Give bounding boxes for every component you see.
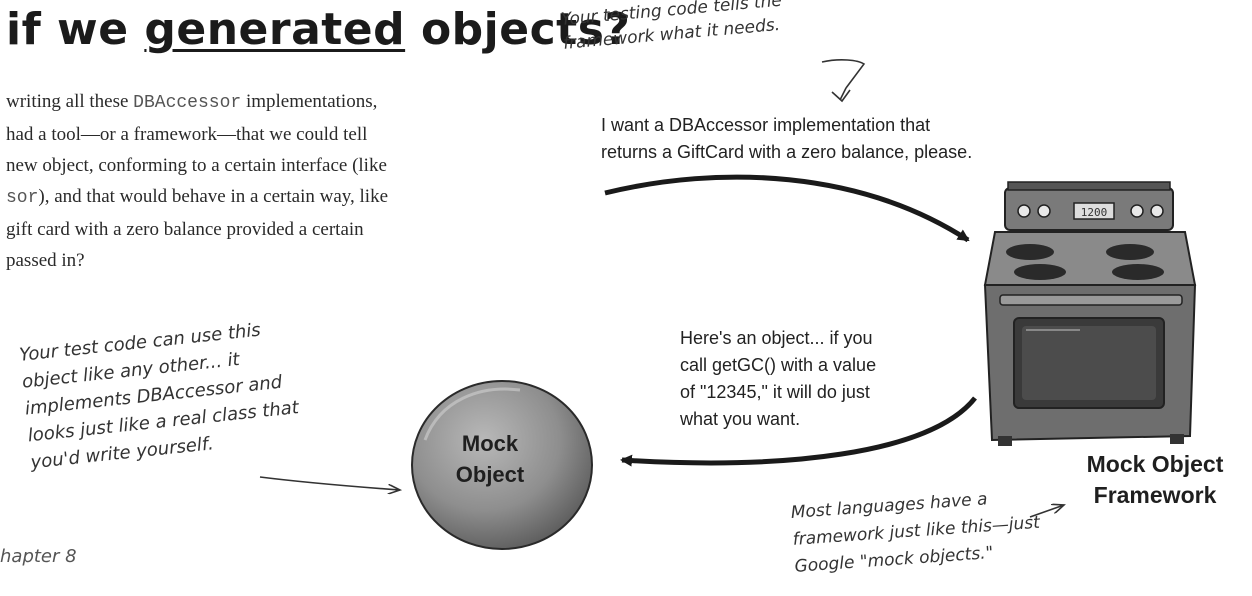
response-line: of "12345," it will do just [680,382,870,402]
paragraph-text: gift card with a zero balance provided a… [6,219,364,240]
request-arrow [604,174,970,243]
note-test-code-usage: Your test code can use this object like … [18,314,303,477]
response-arrow [620,396,977,467]
note-left-arrow [259,476,400,490]
title-underlined-word: generated [144,4,406,55]
label-line: Object [455,462,525,487]
stove-illustration: 1200 [983,181,1197,446]
response-line: call getGC() with a value [680,355,877,375]
paragraph-text: implementations, [241,91,378,112]
label-line: Mock [461,431,519,456]
stove-display-text: 1200 [1081,206,1108,219]
note-bottom-arrow [1029,505,1064,518]
paragraph-text: ), and that would behave in a certain wa… [38,186,389,207]
page-title: if we generated objects? [6,4,630,55]
request-line: returns a GiftCard with a zero balance, … [601,142,973,162]
chapter-footer: hapter 8 [0,546,77,567]
paragraph-text: new object, conforming to a certain inte… [6,155,387,176]
framework-label: Mock Object Framework [1060,449,1250,511]
paragraph-text: writing all these [6,91,134,112]
request-line: I want a DBAccessor implementation that [601,115,931,135]
mock-object-label: Mock Object [440,428,540,490]
paragraph-line: sor), and that would behave in a certain… [6,181,526,214]
paragraph-line: had a tool—or a framework—that we could … [6,119,526,150]
label-line: Mock Object [1086,451,1224,477]
paragraph-line: gift card with a zero balance provided a… [6,214,526,245]
response-line: what you want. [680,409,801,429]
title-prefix: if we [6,4,145,55]
response-line: Here's an object... if you [680,328,873,348]
mock-object-sphere [411,380,593,550]
paragraph-code: DBAccessor [133,93,242,113]
paragraph-line: passed in? [6,245,526,276]
paragraph-line: new object, conforming to a certain inte… [6,150,526,181]
note-top-arrowhead [831,89,851,103]
note-languages: Most languages have a framework just lik… [790,483,1043,581]
label-line: Framework [1093,482,1217,508]
paragraph-text: passed in? [6,250,85,271]
title-suffix: objects? [405,4,631,55]
paragraph-line: writing all these DBAccessor implementat… [6,86,526,119]
paragraph-code: sor [6,188,39,208]
request-text: I want a DBAccessor implementation that … [601,112,972,166]
body-paragraph: writing all these DBAccessor implementat… [6,86,526,276]
note-top-arrow [821,59,866,101]
paragraph-text: had a tool—or a framework—that we could … [6,124,368,145]
response-text: Here's an object... if you call getGC() … [680,325,876,433]
